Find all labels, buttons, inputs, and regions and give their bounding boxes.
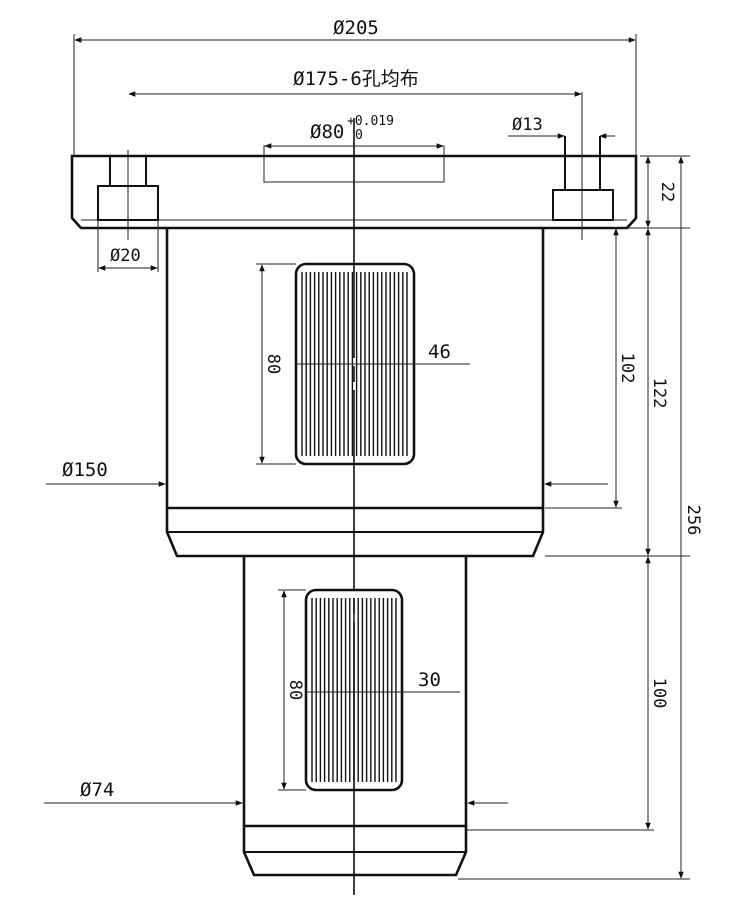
dim-lower-spline-width: 30 <box>306 669 460 693</box>
bore-tolerance-upper: +0.019 <box>347 114 394 129</box>
dim-upper-spline-width: 46 <box>296 341 470 365</box>
bore-diameter-label: Ø80 <box>310 121 344 143</box>
dim-counterbore: Ø20 <box>97 220 159 272</box>
left-bolt-hole <box>97 150 159 240</box>
dim-hole: Ø13 <box>508 115 615 139</box>
dim-flange-thickness: 22 <box>612 155 690 229</box>
upper-section-height-label: 122 <box>649 378 669 409</box>
lower-spline-height-label: 80 <box>285 680 305 700</box>
bolt-circle-label: Ø175-6孔均布 <box>293 68 419 90</box>
lower-body-diameter-label: Ø74 <box>80 779 114 801</box>
dim-outer-diameter: Ø205 <box>73 17 637 156</box>
dim-total-height: 256 <box>458 156 703 880</box>
upper-spline-height-label: 80 <box>263 354 283 374</box>
dim-bolt-circle: Ø175-6孔均布 <box>128 68 582 97</box>
lower-spline-width-label: 30 <box>418 669 441 691</box>
total-height-label: 256 <box>683 505 703 536</box>
dim-upper-spline-length: 102 <box>545 228 637 509</box>
dim-lower-spline-height: 80 <box>278 589 306 791</box>
flange-thickness-label: 22 <box>657 182 677 202</box>
dim-lower-body-diameter: Ø74 <box>44 779 508 806</box>
upper-spline-width-label: 46 <box>428 341 451 363</box>
right-bolt-hole <box>552 92 614 240</box>
dim-upper-body-diameter: Ø150 <box>46 459 608 487</box>
dim-upper-spline-height: 80 <box>256 263 296 465</box>
bore-tolerance-lower: 0 <box>355 128 363 143</box>
dim-lower-section-height: 100 <box>466 556 669 831</box>
hole-diameter-label: Ø13 <box>512 115 543 135</box>
upper-body-diameter-label: Ø150 <box>62 459 108 481</box>
lower-spline <box>304 588 404 792</box>
upper-spline-length-label: 102 <box>617 353 637 384</box>
dim-upper-section-height: 122 <box>545 228 690 557</box>
lower-section-height-label: 100 <box>649 678 669 709</box>
upper-body <box>165 228 545 558</box>
dim-bore: Ø80 +0.019 0 <box>264 114 444 149</box>
outer-diameter-label: Ø205 <box>333 17 379 39</box>
counterbore-diameter-label: Ø20 <box>110 246 141 266</box>
lower-body <box>242 556 468 877</box>
